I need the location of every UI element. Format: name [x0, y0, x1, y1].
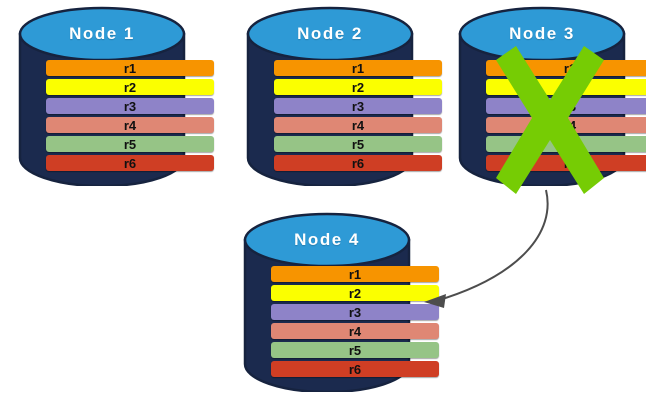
row-bar-r5[interactable]: r5	[46, 136, 214, 152]
row-label-r3: r3	[351, 98, 365, 114]
row-bar-r5[interactable]: r5	[271, 342, 439, 358]
row-label-r6: r6	[348, 361, 362, 377]
node-3[interactable]: Node 3 r1 r2 r3 r4 r5 r6	[458, 6, 646, 194]
row-label-r5: r5	[348, 342, 362, 358]
row-bar-r6[interactable]: r6	[274, 155, 442, 171]
row-bar-r1[interactable]: r1	[486, 60, 646, 76]
row-bar-r3[interactable]: r3	[486, 98, 646, 114]
row-label-r2: r2	[563, 79, 577, 95]
row-bar-r2[interactable]: r2	[274, 79, 442, 95]
row-label-r4: r4	[351, 117, 365, 133]
row-bar-r4[interactable]: r4	[271, 323, 439, 339]
row-bar-r4[interactable]: r4	[46, 117, 214, 133]
row-bar-r5[interactable]: r5	[486, 136, 646, 152]
row-bar-r4[interactable]: r4	[274, 117, 442, 133]
row-label-r5: r5	[351, 136, 365, 152]
row-label-r1: r1	[123, 60, 137, 76]
row-label-r6: r6	[563, 155, 577, 171]
row-bar-r3[interactable]: r3	[274, 98, 442, 114]
row-bar-r1[interactable]: r1	[274, 60, 442, 76]
row-bar-r6[interactable]: r6	[46, 155, 214, 171]
row-bar-r2[interactable]: r2	[271, 285, 439, 301]
row-label-r2: r2	[348, 285, 362, 301]
row-label-r2: r2	[123, 79, 137, 95]
row-bar-r5[interactable]: r5	[274, 136, 442, 152]
node-3-rows: r1 r2 r3 r4 r5 r6	[458, 60, 646, 174]
row-bar-r2[interactable]: r2	[46, 79, 214, 95]
row-label-r2: r2	[351, 79, 365, 95]
row-label-r1: r1	[348, 266, 362, 282]
row-bar-r3[interactable]: r3	[271, 304, 439, 320]
row-label-r6: r6	[123, 155, 137, 171]
row-bar-r3[interactable]: r3	[46, 98, 214, 114]
row-bar-r6[interactable]: r6	[271, 361, 439, 377]
node-4-rows: r1 r2 r3 r4 r5 r6	[243, 266, 467, 380]
row-label-r4: r4	[348, 323, 362, 339]
row-bar-r1[interactable]: r1	[46, 60, 214, 76]
row-label-r3: r3	[563, 98, 577, 114]
row-label-r3: r3	[348, 304, 362, 320]
row-label-r5: r5	[563, 136, 577, 152]
row-bar-r2[interactable]: r2	[486, 79, 646, 95]
row-label-r5: r5	[123, 136, 137, 152]
node-4[interactable]: Node 4 r1 r2 r3 r4 r5 r6	[243, 212, 439, 392]
row-label-r1: r1	[351, 60, 365, 76]
row-label-r4: r4	[563, 117, 577, 133]
row-bar-r6[interactable]: r6	[486, 155, 646, 171]
row-label-r6: r6	[351, 155, 365, 171]
row-label-r4: r4	[123, 117, 137, 133]
row-bar-r1[interactable]: r1	[271, 266, 439, 282]
node-1-rows: r1 r2 r3 r4 r5 r6	[18, 60, 242, 174]
node-2-rows: r1 r2 r3 r4 r5 r6	[246, 60, 470, 174]
row-bar-r4[interactable]: r4	[486, 117, 646, 133]
row-label-r1: r1	[563, 60, 577, 76]
node-2[interactable]: Node 2 r1 r2 r3 r4 r5 r6	[246, 6, 442, 186]
node-1[interactable]: Node 1 r1 r2 r3 r4 r5 r6	[18, 6, 214, 186]
row-label-r3: r3	[123, 98, 137, 114]
